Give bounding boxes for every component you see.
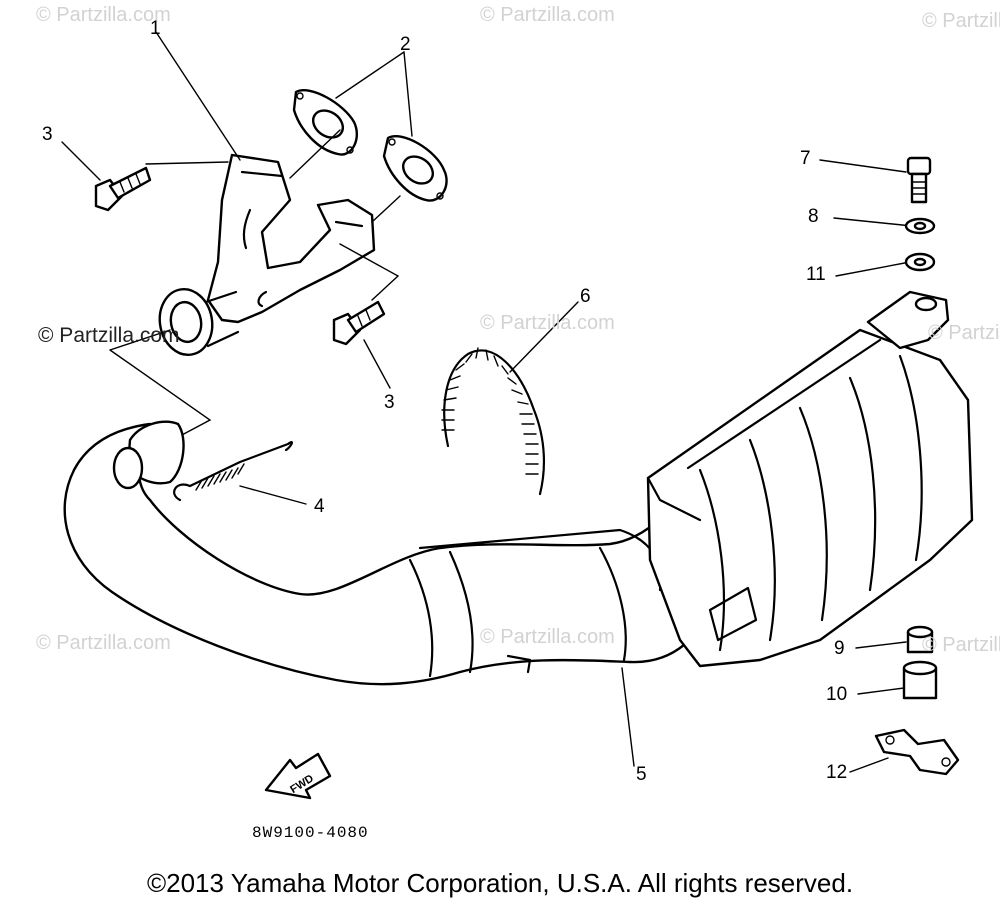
callout-8: 8 <box>808 206 819 227</box>
gaskets <box>292 89 448 202</box>
callout-9: 9 <box>834 638 845 659</box>
callout-10: 10 <box>826 684 848 705</box>
fwd-arrow-icon: FWD <box>264 752 332 800</box>
watermark: © Partzilla.com <box>38 324 180 347</box>
springs <box>173 347 546 502</box>
exhaust-pipe-muffler <box>63 290 974 686</box>
callout-4: 4 <box>314 496 325 517</box>
callout-3: 3 <box>384 392 395 413</box>
callout-12: 12 <box>826 762 848 783</box>
exhaust-manifold <box>158 153 376 357</box>
callout-5: 5 <box>636 764 647 785</box>
callout-3: 3 <box>42 124 53 145</box>
bolts <box>94 166 386 346</box>
watermark: © Partzilla.com <box>922 10 1000 32</box>
watermark: © Partzilla.com <box>36 4 171 26</box>
watermark: © Partzilla.com <box>480 4 615 26</box>
diagram-code: 8W9100-4080 <box>252 824 369 842</box>
watermark: © Partzilla.com <box>480 312 615 334</box>
callout-6: 6 <box>580 286 591 307</box>
copyright-notice: ©2013 Yamaha Motor Corporation, U.S.A. A… <box>146 868 854 898</box>
leader-lines <box>61 31 913 773</box>
mounting-hardware <box>874 156 960 776</box>
callout-7: 7 <box>800 148 811 169</box>
callout-2: 2 <box>400 34 411 55</box>
callout-11: 11 <box>806 264 826 285</box>
watermark: © Partzilla.com <box>922 634 1000 656</box>
watermark: © Partzilla.com <box>928 322 1000 344</box>
watermark: © Partzilla.com <box>36 632 171 654</box>
watermark: © Partzilla.com <box>480 626 615 648</box>
callout-1: 1 <box>150 18 161 39</box>
